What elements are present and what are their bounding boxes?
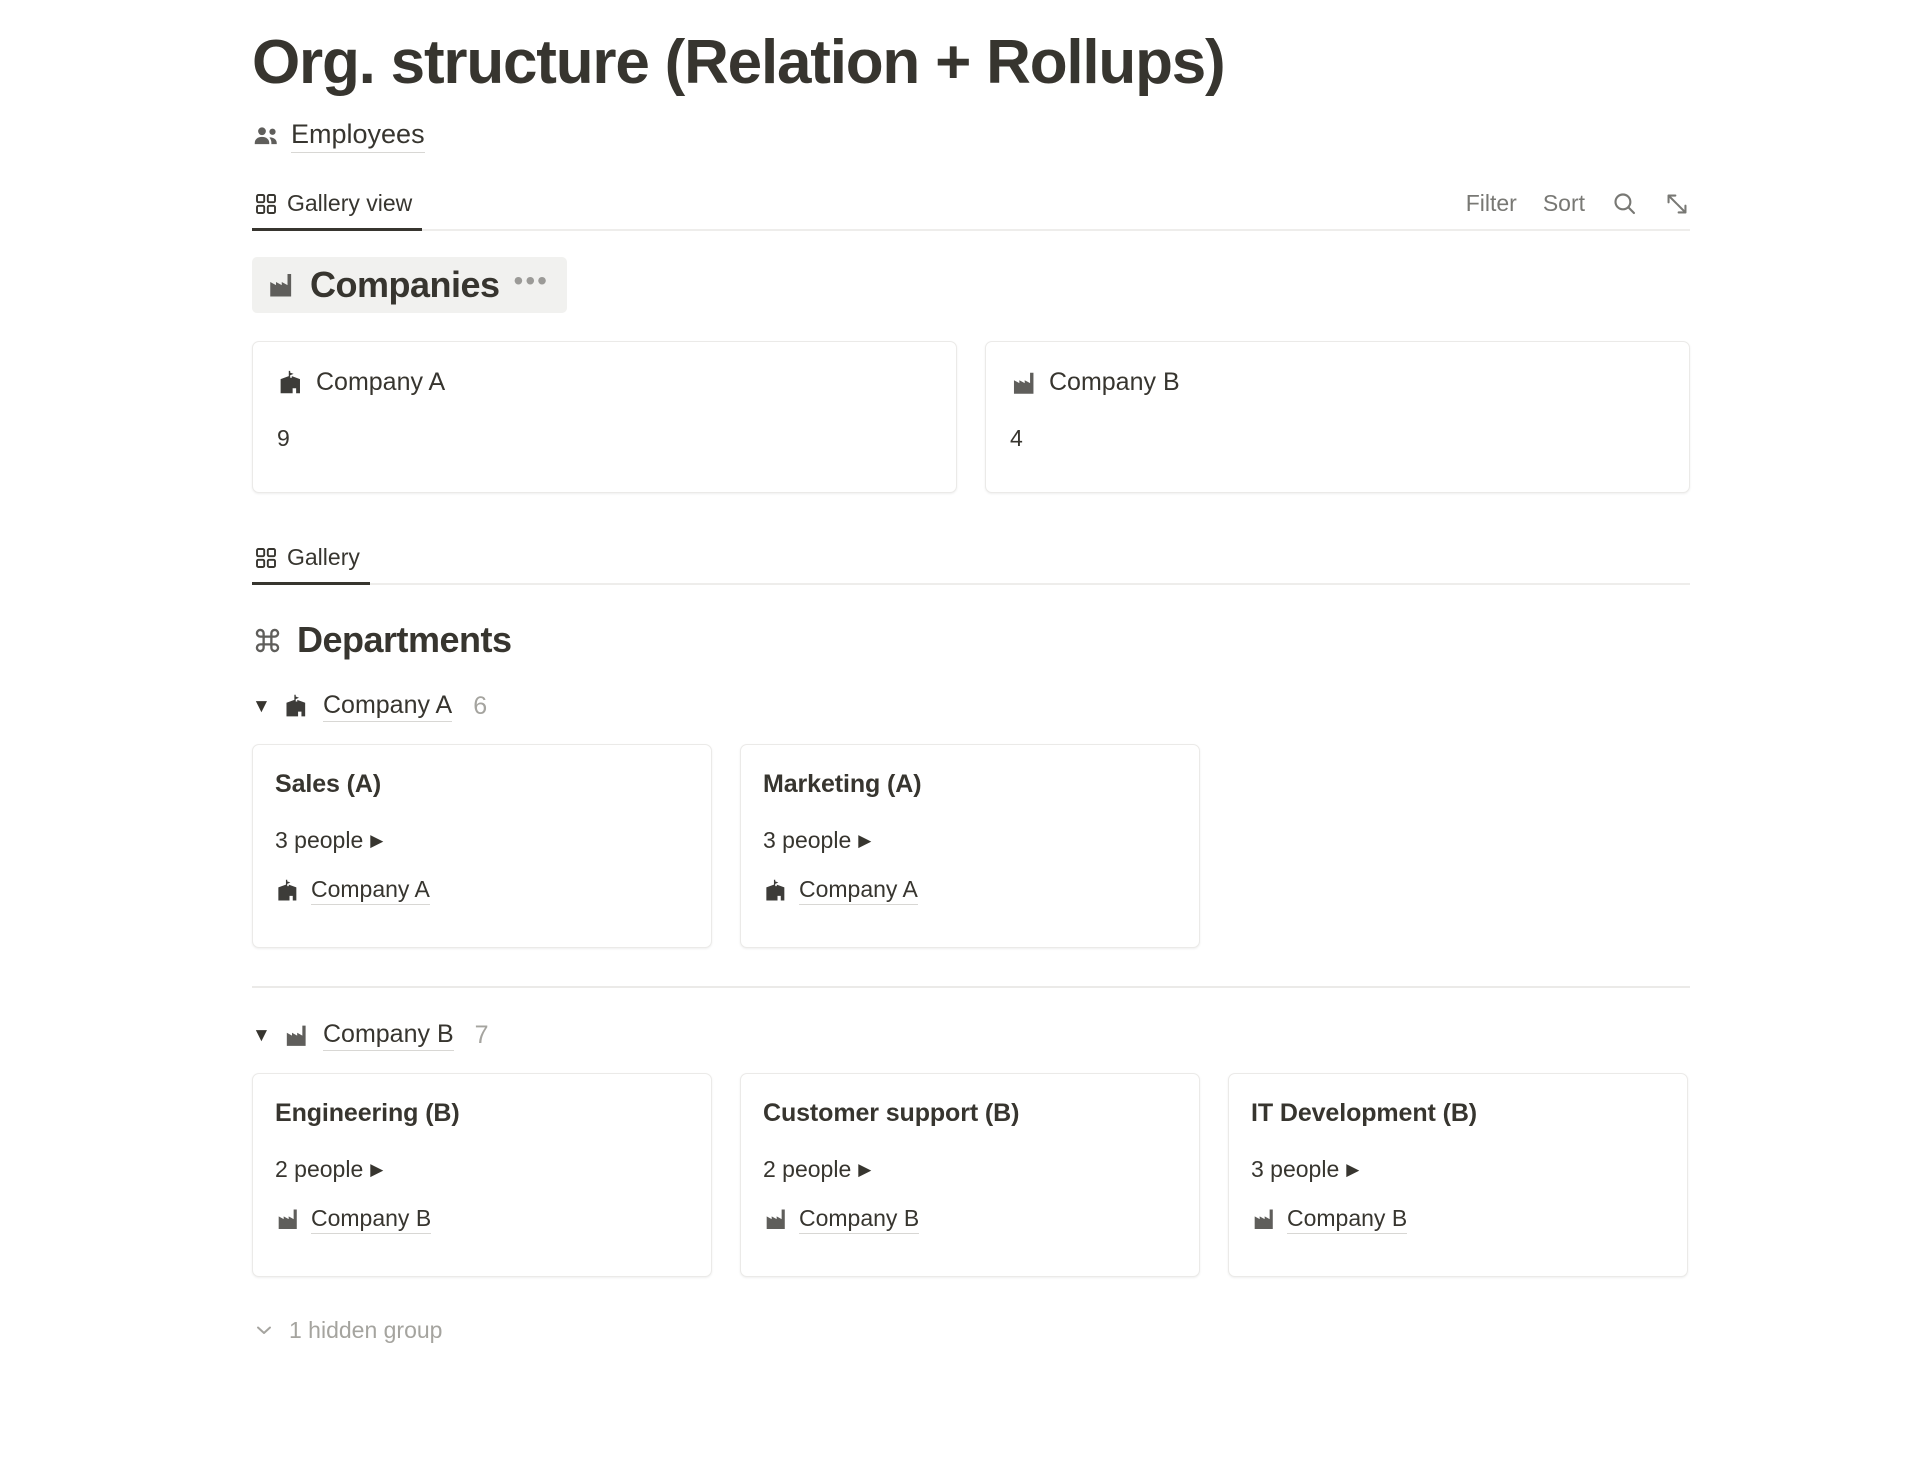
card-title-row: Company B	[1010, 368, 1665, 397]
companies-section-header[interactable]: Companies •••	[252, 257, 567, 314]
group-divider	[252, 986, 1690, 988]
breadcrumb-employees-label: Employees	[291, 119, 425, 154]
school-building-icon	[763, 878, 789, 904]
department-card-marketing-a[interactable]: Marketing (A) 3 people ▶ Company A	[740, 744, 1200, 949]
department-rollup[interactable]: 2 people ▶	[763, 1156, 1177, 1183]
card-title-row: Company A	[277, 368, 932, 397]
school-building-icon	[283, 693, 310, 720]
department-relation-label: Company B	[799, 1205, 920, 1234]
rollup-expand-triangle-icon[interactable]: ▶	[370, 831, 384, 851]
view-actions: Filter Sort	[1466, 190, 1690, 229]
gallery-grid-icon	[254, 546, 278, 570]
view-toolbar-companies: Gallery view Filter Sort	[252, 179, 1690, 232]
company-card-a-title: Company A	[316, 368, 446, 397]
breadcrumb-employees-link[interactable]: Employees	[252, 119, 425, 154]
group-header-company-b[interactable]: ▼ Company B 7	[252, 1020, 1690, 1051]
department-rollup[interactable]: 2 people ▶	[275, 1156, 689, 1183]
view-tabs-departments: Gallery	[252, 533, 370, 586]
group-collapse-toggle-icon[interactable]: ▼	[252, 696, 271, 718]
department-card-title: Customer support (B)	[763, 1098, 1020, 1127]
company-card-a[interactable]: Company A 9	[252, 341, 957, 494]
hidden-group-label: 1 hidden group	[289, 1316, 443, 1343]
factory-icon	[1251, 1206, 1277, 1232]
department-relation-label: Company B	[1287, 1205, 1408, 1234]
department-card-title: Engineering (B)	[275, 1098, 460, 1127]
department-card-title: IT Development (B)	[1251, 1098, 1477, 1127]
department-card-title: Sales (A)	[275, 770, 382, 799]
group-count-company-b: 7	[474, 1020, 489, 1049]
expand-diagonal-icon[interactable]	[1664, 191, 1690, 217]
department-rollup-value: 3 people	[1251, 1155, 1340, 1182]
company-card-b[interactable]: Company B 4	[985, 341, 1690, 494]
company-card-b-value: 4	[1010, 425, 1023, 452]
factory-icon	[275, 1206, 301, 1232]
department-rollup[interactable]: 3 people ▶	[1251, 1156, 1665, 1183]
tab-gallery[interactable]: Gallery	[252, 544, 370, 586]
department-card-sales-a[interactable]: Sales (A) 3 people ▶ Company A	[252, 744, 712, 949]
page-content: Org. structure (Relation + Rollups) Empl…	[252, 28, 1690, 1344]
department-card-engineering-b[interactable]: Engineering (B) 2 people ▶ Company B	[252, 1072, 712, 1277]
department-card-grid-company-b: Engineering (B) 2 people ▶ Company B	[252, 1072, 1690, 1277]
department-card-title: Marketing (A)	[763, 770, 922, 799]
company-card-a-value: 9	[277, 425, 290, 452]
department-rollup-value: 3 people	[275, 827, 364, 854]
tab-gallery-view[interactable]: Gallery view	[252, 190, 423, 232]
company-card-b-title: Company B	[1049, 368, 1180, 397]
departments-section-title: Departments	[297, 619, 512, 661]
department-group-company-a: ▼ Company A 6 Sales (A) 3 people ▶	[252, 691, 1690, 949]
department-relation-chip[interactable]: Company A	[763, 876, 1177, 906]
department-relation-chip[interactable]: Company B	[275, 1205, 689, 1234]
chevron-down-icon	[252, 1318, 276, 1342]
group-count-company-a: 6	[473, 692, 488, 721]
rollup-expand-triangle-icon[interactable]: ▶	[370, 1159, 384, 1179]
department-relation-label: Company A	[311, 876, 430, 906]
department-card-it-development-b[interactable]: IT Development (B) 3 people ▶ Company B	[1228, 1072, 1688, 1277]
department-rollup-value: 2 people	[763, 1155, 852, 1182]
school-building-icon	[277, 369, 305, 397]
page-title: Org. structure (Relation + Rollups)	[252, 28, 1226, 97]
group-header-company-a[interactable]: ▼ Company A 6	[252, 691, 1690, 723]
filter-button[interactable]: Filter	[1465, 190, 1517, 217]
tab-gallery-view-label: Gallery view	[287, 190, 413, 217]
companies-card-grid: Company A 9 Company B 4	[252, 341, 1690, 494]
factory-icon	[283, 1022, 310, 1049]
view-toolbar-departments: Gallery	[252, 533, 1690, 586]
people-group-icon	[252, 121, 282, 151]
factory-icon	[763, 1206, 789, 1232]
group-collapse-toggle-icon[interactable]: ▼	[252, 1024, 271, 1046]
hidden-group-toggle[interactable]: 1 hidden group	[252, 1317, 1690, 1344]
rollup-expand-triangle-icon[interactable]: ▶	[1346, 1159, 1360, 1179]
companies-section-title: Companies	[310, 264, 500, 306]
department-relation-chip[interactable]: Company B	[1251, 1205, 1665, 1234]
department-rollup-value: 3 people	[763, 827, 852, 854]
department-relation-label: Company A	[799, 876, 918, 906]
companies-more-options-icon[interactable]: •••	[513, 264, 549, 296]
department-card-grid-company-a: Sales (A) 3 people ▶ Company A	[252, 744, 1690, 949]
department-relation-label: Company B	[311, 1205, 432, 1234]
school-building-icon	[275, 878, 301, 904]
command-icon	[252, 625, 283, 656]
group-name-company-b: Company B	[323, 1020, 454, 1051]
department-relation-chip[interactable]: Company B	[763, 1205, 1177, 1234]
department-group-company-b: ▼ Company B 7 Engineering (B) 2 people ▶	[252, 1020, 1690, 1277]
search-icon[interactable]	[1611, 190, 1638, 217]
sort-button[interactable]: Sort	[1542, 190, 1585, 217]
departments-section-header[interactable]: Departments	[252, 619, 512, 661]
department-rollup[interactable]: 3 people ▶	[275, 827, 689, 854]
department-rollup-value: 2 people	[275, 1155, 364, 1182]
tab-gallery-label: Gallery	[287, 544, 360, 571]
gallery-grid-icon	[254, 192, 278, 216]
factory-icon	[266, 270, 296, 300]
department-card-customer-support-b[interactable]: Customer support (B) 2 people ▶ Company …	[740, 1072, 1200, 1277]
rollup-expand-triangle-icon[interactable]: ▶	[858, 1159, 872, 1179]
rollup-expand-triangle-icon[interactable]: ▶	[858, 831, 872, 851]
department-rollup[interactable]: 3 people ▶	[763, 827, 1177, 854]
view-tabs-companies: Gallery view	[252, 179, 423, 232]
department-relation-chip[interactable]: Company A	[275, 876, 689, 906]
factory-icon	[1010, 369, 1038, 397]
group-name-company-a: Company A	[323, 691, 453, 723]
